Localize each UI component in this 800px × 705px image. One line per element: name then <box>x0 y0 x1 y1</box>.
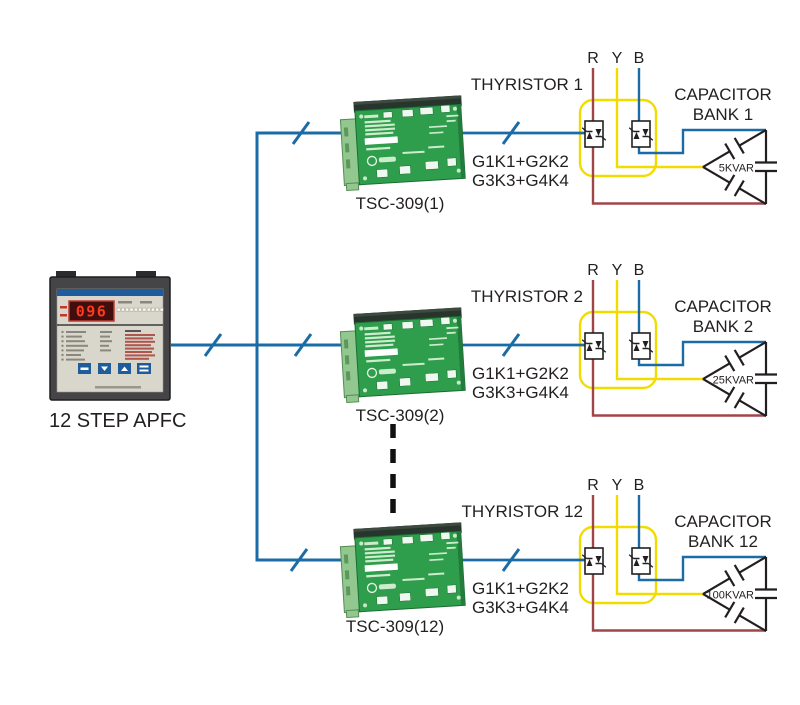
gate-wiring-label: G3K3+G4K4 <box>472 598 569 617</box>
multiwire-slash <box>291 121 311 145</box>
phase-y-label: Y <box>612 262 623 279</box>
tsc-module-label: TSC-309(1) <box>356 194 445 213</box>
multiwire-slash <box>203 333 223 357</box>
row-2-labels: THYRISTOR 2 R Y B CAPACITOR BANK 2 G1K1+… <box>356 262 772 425</box>
tsc-module-label: TSC-309(2) <box>356 406 445 425</box>
man-aut-button <box>137 363 151 374</box>
kvar-rating: 100KVAR <box>707 590 755 602</box>
capacitor-bank-number: BANK 1 <box>693 105 753 124</box>
phase-y-label: Y <box>612 477 623 494</box>
capacitor-bank-number: BANK 12 <box>688 532 758 551</box>
capacitor-bank-label: CAPACITOR <box>674 512 772 531</box>
apfc-controller: 096 <box>49 271 186 432</box>
apfc-buttons <box>78 363 151 374</box>
kvar-rating: 25KVAR <box>713 375 754 387</box>
multiwire-slash <box>293 333 313 357</box>
apfc-parameter-list <box>61 330 112 361</box>
apfc-alarm-list <box>125 330 155 360</box>
phase-y-label: Y <box>612 50 623 67</box>
gate-wiring-label: G1K1+G2K2 <box>472 579 569 598</box>
tsc-module-label: TSC-309(12) <box>346 617 444 636</box>
thyristor-label: THYRISTOR 1 <box>471 75 583 94</box>
phase-r-label: R <box>587 50 599 67</box>
phase-b-label: B <box>634 477 645 494</box>
phase-b-label: B <box>634 50 645 67</box>
gate-wiring-label: G1K1+G2K2 <box>472 152 569 171</box>
kvar-rating: 5KVAR <box>719 163 754 175</box>
apfc-display-value: 096 <box>76 303 108 321</box>
thyristor-label: THYRISTOR 2 <box>471 287 583 306</box>
row-12-labels: THYRISTOR 12 R Y B CAPACITOR BANK 12 G1K… <box>346 477 772 636</box>
row-1-labels: THYRISTOR 1 R Y B CAPACITOR BANK 1 G1K1+… <box>356 50 772 213</box>
phase-b-label: B <box>634 262 645 279</box>
phase-r-label: R <box>587 262 599 279</box>
apfc-display <box>68 300 115 322</box>
capacitor-bank-label: CAPACITOR <box>674 297 772 316</box>
step-indicator-leds <box>116 307 164 312</box>
apfc-label: 12 STEP APFC <box>49 410 186 432</box>
phase-r-label: R <box>587 477 599 494</box>
capacitor-bank-number: BANK 2 <box>693 317 753 336</box>
multiwire-slash <box>289 548 309 572</box>
thyristor-label: THYRISTOR 12 <box>461 502 583 521</box>
gate-wiring-label: G1K1+G2K2 <box>472 364 569 383</box>
gate-wiring-label: G3K3+G4K4 <box>472 383 569 402</box>
capacitor-bank-label: CAPACITOR <box>674 85 772 104</box>
gate-wiring-label: G3K3+G4K4 <box>472 171 569 190</box>
